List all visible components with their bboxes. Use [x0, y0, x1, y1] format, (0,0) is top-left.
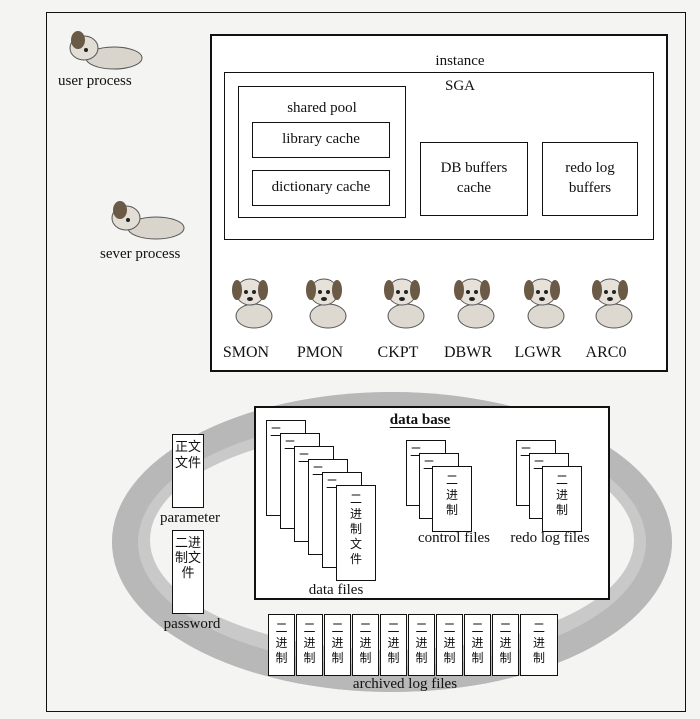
archived-log-file-text: 二进制 [387, 621, 400, 665]
archived-log-file: 二进制 [492, 614, 519, 676]
file-sheet-text: 二 [409, 445, 422, 459]
archived-log-file-text: 二进制 [275, 621, 288, 665]
file-sheet-text: 二 [532, 458, 545, 472]
database-label: data base [389, 412, 451, 428]
archived-log-file-text: 二进制 [331, 621, 344, 665]
parameter-label: parameter [160, 510, 220, 526]
process-label-smon: SMON [222, 344, 270, 361]
library-cache-box [252, 122, 390, 158]
redo-log-files-label: redo log files [510, 530, 590, 546]
archived-log-file: 二进制 [352, 614, 379, 676]
process-dog-icon [592, 278, 633, 329]
process-label-pmon: PMON [296, 344, 344, 361]
file-sheet-text: 二 [269, 425, 282, 439]
redo-log-buffers-box [542, 142, 638, 216]
archived-log-file: 二进制 [464, 614, 491, 676]
process-dog-icon [384, 278, 425, 329]
process-dog-icon [306, 278, 347, 329]
archived-log-file: 二进制 [380, 614, 407, 676]
archived-log-files-label: archived log files [352, 676, 458, 692]
process-dog-icon [232, 278, 273, 329]
data-files-label: data files [308, 582, 364, 598]
db-buffers-label-line1: DB buffers [440, 160, 508, 176]
user-process-dog-icon [69, 31, 143, 70]
process-dog-icon [454, 278, 495, 329]
archived-log-file: 二进制 [408, 614, 435, 676]
archived-log-file: 二进制 [520, 614, 558, 676]
file-sheet-text: 二 [311, 464, 324, 478]
file-sheet: 二进制 [542, 466, 582, 532]
file-sheet: 二进制 [432, 466, 472, 532]
archived-log-file-text: 二进制 [359, 621, 372, 665]
db-buffers-cache-box [420, 142, 528, 216]
archived-log-file: 二进制 [268, 614, 295, 676]
file-sheet-text: 二 [519, 445, 532, 459]
user-process-label: user process [58, 73, 132, 89]
server-process-label: sever process [100, 246, 181, 262]
file-sheet: 二进制文件 [336, 485, 376, 581]
outer-frame [46, 12, 686, 712]
parameter-file-box [172, 434, 204, 508]
db-buffers-label-line2: cache [456, 180, 492, 196]
process-label-lgwr: LGWR [514, 344, 562, 361]
password-file-box [172, 530, 204, 614]
password-label: password [163, 616, 221, 632]
file-sheet-text: 二进制文件 [349, 492, 362, 566]
library-cache-label: library cache [282, 131, 360, 147]
file-sheet-text: 二进制 [555, 473, 568, 517]
dictionary-cache-box [252, 170, 390, 206]
archived-log-file-text: 二进制 [415, 621, 428, 665]
archived-log-file: 二进制 [296, 614, 323, 676]
file-sheet-text: 二 [422, 458, 435, 472]
instance-label: instance [435, 53, 485, 69]
server-process-dog-icon [111, 201, 185, 240]
process-dog-icon [524, 278, 565, 329]
file-sheet-text: 二 [283, 438, 296, 452]
file-sheet-text: 二 [297, 451, 310, 465]
archived-log-file-text: 二进制 [303, 621, 316, 665]
archived-log-file: 二进制 [324, 614, 351, 676]
sga-label: SGA [444, 78, 475, 94]
archived-log-file-text: 二进制 [532, 621, 545, 665]
dictionary-cache-label: dictionary cache [271, 179, 371, 195]
control-files-label: control files [417, 530, 491, 546]
archived-log-file: 二进制 [436, 614, 463, 676]
shared-pool-label: shared pool [287, 100, 357, 116]
archived-log-file-text: 二进制 [499, 621, 512, 665]
password-file-text: 二进制文件 [174, 536, 201, 581]
parameter-file-text: 正文文件 [174, 440, 201, 471]
archived-log-file-text: 二进制 [471, 621, 484, 665]
redo-buffers-label-line1: redo log [565, 160, 615, 176]
file-sheet-text: 二 [325, 477, 338, 491]
redo-buffers-label-line2: buffers [568, 180, 612, 196]
file-sheet-text: 二进制 [445, 473, 458, 517]
process-label-arc0: ARC0 [585, 344, 627, 361]
archived-log-file-text: 二进制 [443, 621, 456, 665]
process-label-dbwr: DBWR [444, 344, 492, 361]
process-label-ckpt: CKPT [377, 344, 419, 361]
